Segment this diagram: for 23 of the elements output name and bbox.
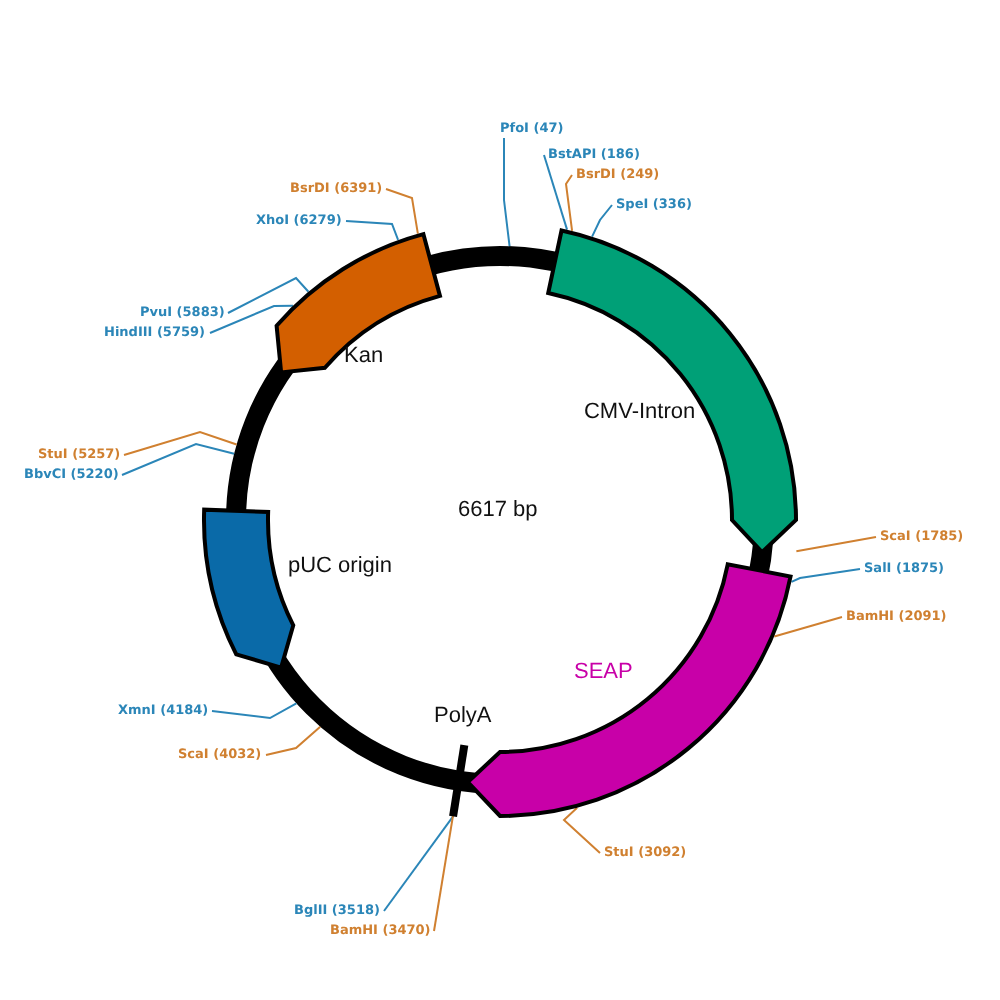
- plasmid-size-label: 6617 bp: [458, 499, 538, 521]
- leader-line: [209, 304, 294, 334]
- leader-line: [121, 442, 236, 476]
- feature-label: pUC origin: [287, 555, 392, 578]
- leader-line: [383, 815, 455, 912]
- leader-line: [543, 154, 569, 231]
- leader-line: [564, 174, 574, 232]
- feature-label: SEAP: [573, 661, 633, 684]
- leader-line: [227, 276, 310, 314]
- feature-label: PolyA: [434, 706, 492, 728]
- leader-line: [385, 188, 419, 235]
- leader-line: [790, 568, 861, 583]
- leader-line: [773, 616, 843, 638]
- leader-line: [211, 702, 298, 720]
- feature-label: CMV-Intron: [583, 401, 696, 424]
- leader-line: [265, 725, 322, 756]
- leader-line: [562, 806, 601, 854]
- leader-line: [345, 220, 400, 241]
- leader-line: [123, 430, 238, 456]
- leader-line: [795, 536, 877, 553]
- leader-line: [503, 137, 511, 248]
- leader-line: [591, 204, 613, 238]
- feature-label: Kan: [343, 345, 384, 368]
